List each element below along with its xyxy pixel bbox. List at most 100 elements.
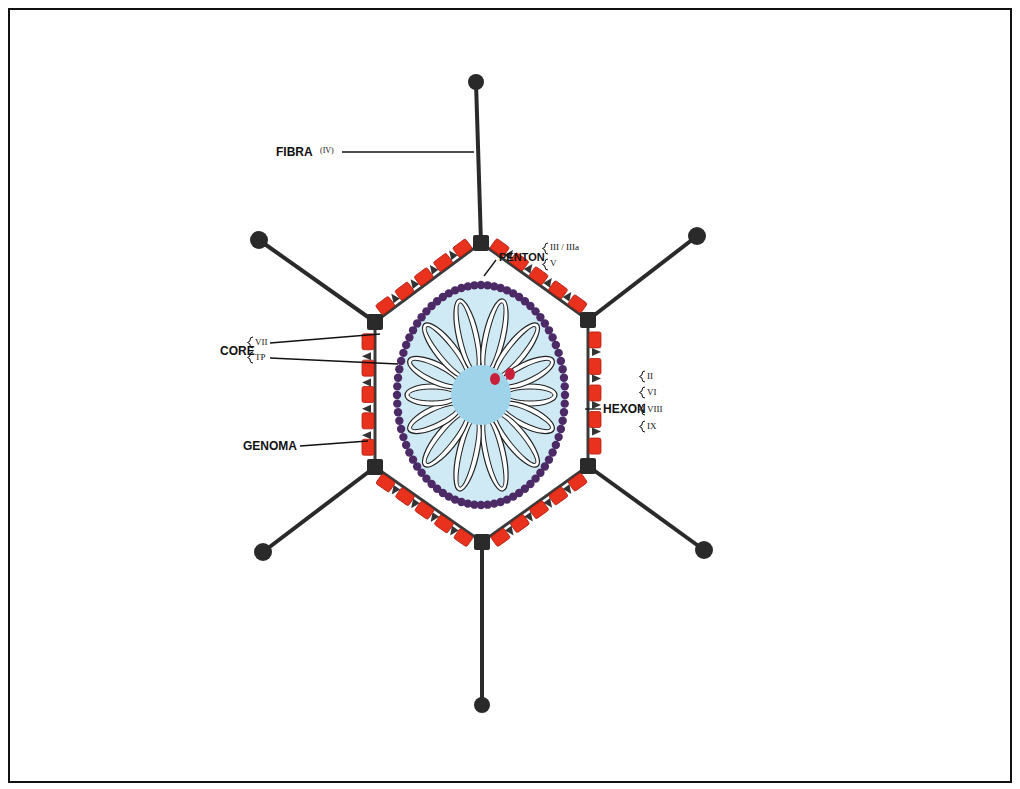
core-protein-vii [561,382,569,390]
frame [9,9,1011,782]
hexon-protein [433,253,453,272]
fiber [588,466,704,550]
core-protein-vii [402,341,410,349]
hexon-block [362,334,374,350]
genome-strand [507,389,553,401]
hexon-protein [548,486,568,505]
core-protein-vii [548,448,556,456]
hexon-block [589,358,601,382]
core-protein-vii [557,357,565,365]
core-protein-vii [399,349,407,357]
core-fill [397,285,565,505]
part-name: CORE [220,345,255,357]
core-protein-vii [402,441,410,449]
hexon-protein [589,358,601,374]
capsid-spike [362,352,371,360]
leader-lines [270,152,601,446]
core-protein-vii [394,374,402,382]
core [393,281,569,509]
hexon-block [589,412,601,436]
genome-strand [481,419,508,488]
core-protein-vii [552,341,560,349]
core-protein-vii [397,425,405,433]
fiber-knob [695,541,713,559]
fiber [263,467,375,552]
protein-number: VII [255,338,268,347]
core-protein-vii [560,408,568,416]
fiber-knob [468,74,484,90]
leader-line [300,441,368,446]
penton-base [580,458,596,474]
protein-number: V [550,259,557,268]
core-protein-vii [548,333,556,341]
fiber-knob [250,231,268,249]
hexon-protein [452,239,472,258]
hexon-protein [567,294,587,313]
capsid-spike [592,428,601,436]
core-protein-vii [393,391,401,399]
hexon-protein [362,413,374,429]
leader-line [585,408,601,409]
core-protein-vii [560,374,568,382]
capsid-spike [362,431,371,439]
capsid-shell [375,243,588,542]
hexon-block [362,431,374,455]
genome-strand [454,302,481,371]
terminal-protein [505,368,515,380]
capsid-spike [592,348,601,356]
hexon-protein [362,387,374,403]
hexon-protein [395,282,415,301]
hexon-block [362,379,374,403]
part-name: GENOMA [243,440,297,452]
core-protein-vii [554,433,562,441]
core-protein-vii [409,455,417,463]
brace [640,421,646,432]
fiber-knobs [250,74,713,713]
capsid-spike [362,405,371,413]
brace [640,387,646,398]
hexon-block [567,294,587,313]
penton-base [473,235,489,251]
leader-line [484,260,496,276]
core-protein-vii [395,416,403,424]
hexon-protein [375,296,395,315]
core-protein-vii [561,399,569,407]
leader-line [270,358,398,364]
hexon-protein [491,528,511,547]
capsid-spike [592,401,601,409]
hexon-protein [589,332,601,348]
leader-line [342,151,474,152]
capsid-spike [592,374,601,382]
protein-number: (IV) [320,147,334,155]
core-center [451,365,511,425]
fiber [480,542,484,705]
part-name: PENTON [499,252,545,263]
hexon-protein [376,473,396,492]
core-protein-vii [397,357,405,365]
penton-base [580,312,596,328]
terminal-protein [490,373,500,385]
core-protein-vii [405,333,413,341]
hexon-block [362,405,374,429]
protein-number: III / IIIa [550,243,579,252]
penton-base [474,534,490,550]
hexon-protein [529,500,549,519]
hexon-block [589,438,601,454]
hexon-protein [589,385,601,401]
genome-strand [409,389,455,401]
part-name: HEXON [603,403,646,415]
core-protein-vii [393,382,401,390]
fiber [588,236,697,320]
hexon-block [362,352,374,376]
protein-number: IX [647,422,657,431]
core-protein-vii [558,416,566,424]
core-protein-vii [557,425,565,433]
genome-strand [502,356,553,389]
penton-base [367,314,383,330]
hexon-protein [510,514,530,533]
leader-line [270,334,380,343]
capsid-spike [362,379,371,387]
core-protein-vii [394,408,402,416]
